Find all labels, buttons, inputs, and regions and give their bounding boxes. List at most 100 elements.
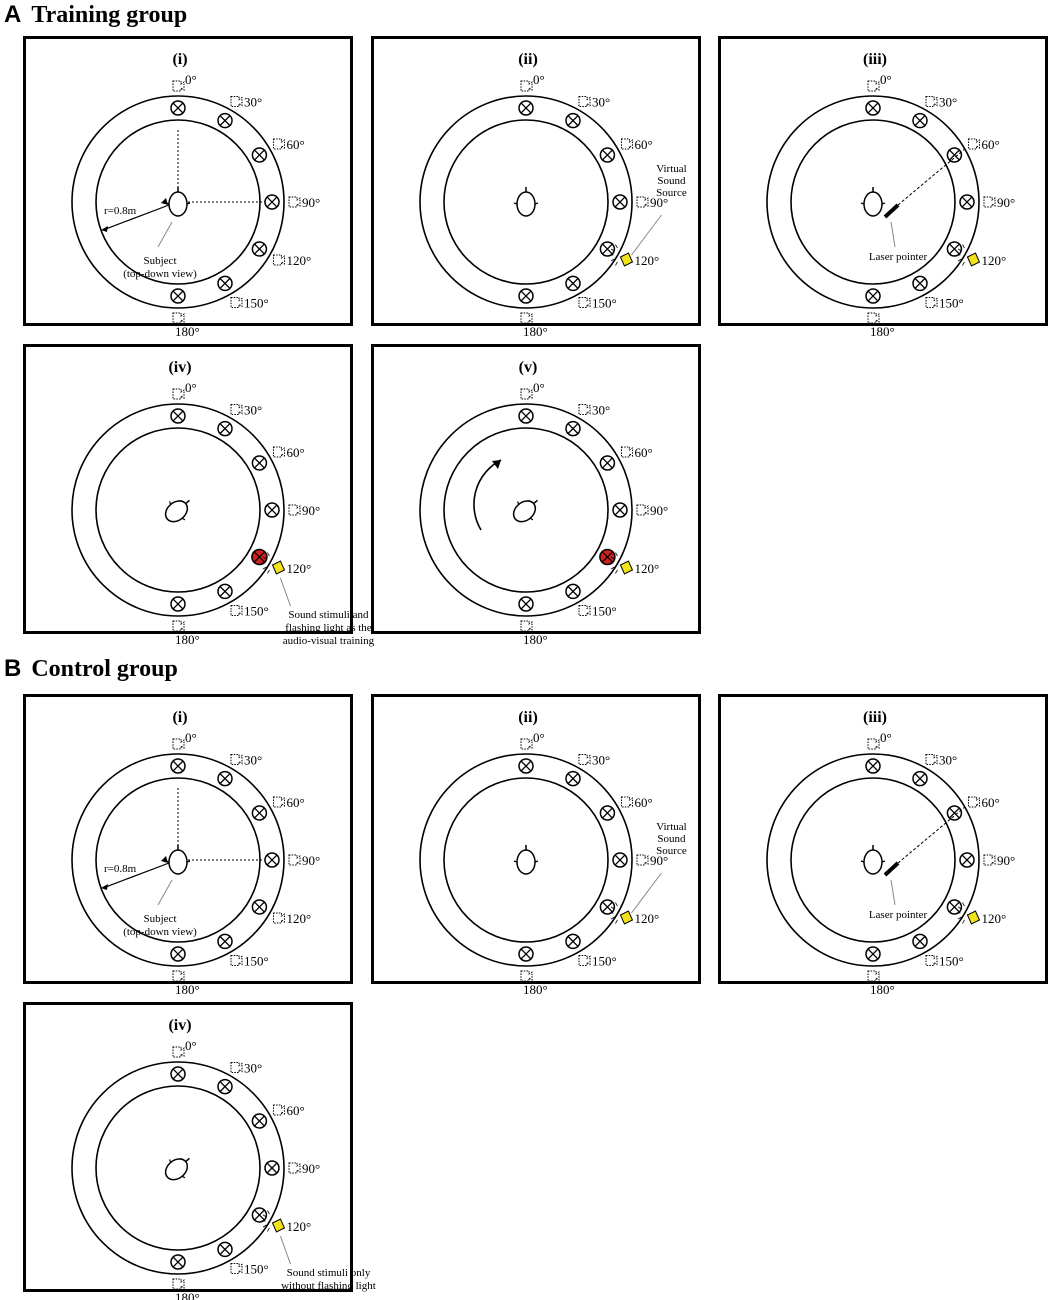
light-icon — [172, 1046, 185, 1058]
light-icon — [230, 1262, 243, 1274]
speaker-icon — [170, 408, 186, 424]
panel-b-iv: (iv)0°30°60°90°120°150°180°Sound stimuli… — [23, 1002, 376, 1300]
light-shape — [172, 1278, 185, 1290]
angle-label-180: 180° — [870, 324, 895, 339]
light-icon — [620, 446, 633, 458]
subject-head-icon — [513, 845, 539, 875]
angle-label-150: 150° — [939, 295, 964, 310]
source-ray — [610, 916, 615, 920]
speaker-cross — [219, 1244, 231, 1255]
head-ear — [516, 501, 520, 505]
speaker-cross — [172, 1256, 184, 1268]
light-shape — [578, 604, 591, 616]
flash-cross — [601, 551, 613, 563]
speaker-icon — [612, 852, 628, 868]
source-ray — [610, 566, 615, 570]
source-ray — [962, 244, 965, 249]
speaker-cross — [172, 290, 184, 302]
speaker-cross — [172, 410, 184, 422]
light-icon — [288, 1162, 301, 1174]
speaker-icon — [217, 1241, 233, 1258]
angle-label-120: 120° — [286, 911, 311, 926]
virtual-source-label-2: Source — [656, 845, 687, 857]
light-icon — [172, 620, 185, 632]
angle-label-180: 180° — [175, 324, 200, 339]
light-shape — [867, 738, 880, 750]
speaker-cross — [266, 1162, 278, 1174]
panel-label: (iii) — [863, 51, 887, 68]
speaker-icon — [170, 758, 186, 774]
head-ear — [186, 860, 191, 863]
speaker-cross — [567, 936, 579, 947]
speaker-icon — [251, 899, 268, 915]
source-ray — [615, 244, 618, 249]
head-ear — [529, 517, 534, 521]
source-ray — [962, 261, 965, 266]
angle-label-60: 60° — [981, 795, 999, 810]
inner-ring — [95, 1085, 261, 1251]
speaker-cross — [602, 457, 613, 469]
speaker-icon — [170, 288, 186, 304]
angle-label-150: 150° — [244, 953, 269, 968]
speaker-cross — [172, 760, 184, 772]
speaker-icon — [217, 583, 233, 600]
angle-label-0: 0° — [185, 730, 197, 745]
source-pointer-line — [631, 872, 662, 914]
virtual-source-icon — [261, 1210, 286, 1233]
speaker-cross — [614, 196, 626, 208]
light-icon — [230, 604, 243, 616]
speaker-cross — [614, 854, 626, 866]
light-shape — [520, 620, 533, 632]
angle-label-180: 180° — [523, 324, 548, 339]
light-shape — [520, 80, 533, 92]
speaker-cross — [254, 149, 265, 161]
speaker-icon — [170, 1066, 186, 1082]
head-outline — [164, 500, 189, 523]
inner-ring — [443, 119, 609, 285]
source-shape — [966, 252, 981, 267]
speaker-cross — [961, 196, 973, 208]
source-ray — [267, 1227, 270, 1232]
panel-label: (iv) — [168, 359, 191, 376]
light-icon — [172, 738, 185, 750]
speaker-icon — [170, 1254, 186, 1270]
speaker-cross — [914, 115, 926, 126]
virtual-source-icon — [609, 244, 634, 267]
speaker-icon — [264, 194, 280, 210]
speaker-icon — [264, 852, 280, 868]
outer-ring — [419, 753, 633, 967]
speaker-cross — [567, 423, 579, 434]
speaker-icon — [959, 194, 975, 210]
panel-b-iii: (iii)0°30°60°90°120°150°180°Laser pointe… — [718, 694, 1048, 997]
speaker-icon — [599, 805, 616, 821]
speaker-cross — [867, 948, 879, 960]
subject-head-icon — [860, 187, 886, 217]
source-ray — [957, 916, 962, 920]
angle-label-30: 30° — [244, 753, 262, 768]
speaker-icon — [565, 933, 581, 950]
light-icon — [636, 504, 649, 516]
speaker-icon — [251, 1207, 268, 1223]
panel-b-iii-diagram: (iii)0°30°60°90°120°150°180°Laser pointe… — [766, 709, 1015, 997]
head-ear — [168, 1159, 172, 1163]
source-ray — [957, 258, 962, 262]
light-shape — [520, 970, 533, 982]
light-icon — [172, 970, 185, 982]
light-icon — [578, 296, 591, 308]
light-icon — [172, 388, 185, 400]
head-ear — [534, 860, 539, 863]
angle-label-30: 30° — [244, 1061, 262, 1076]
light-icon — [230, 754, 243, 766]
source-ray — [615, 261, 618, 266]
light-shape — [230, 1262, 243, 1274]
light-shape — [867, 970, 880, 982]
head-ear — [186, 202, 191, 205]
angle-label-150: 150° — [244, 295, 269, 310]
light-icon — [272, 1104, 285, 1116]
source-shape — [619, 560, 634, 575]
angle-label-30: 30° — [592, 95, 610, 110]
subject-label-0: Subject — [144, 913, 177, 925]
speaker-cross — [520, 102, 532, 114]
speaker-icon — [170, 596, 186, 612]
